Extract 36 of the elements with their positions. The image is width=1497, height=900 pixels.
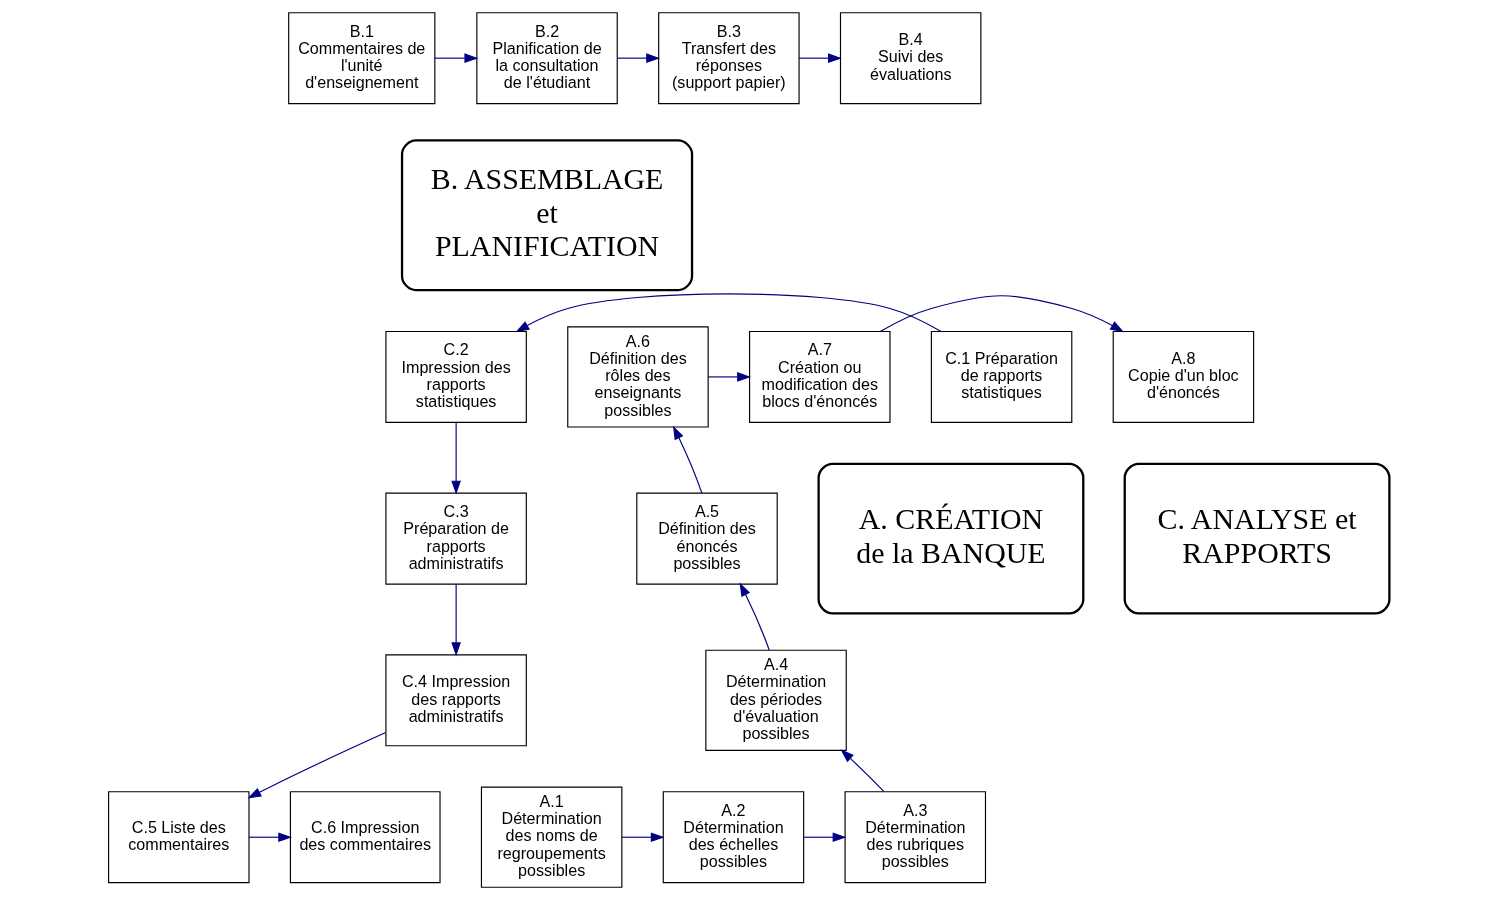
node-box: C. ANALYSE et RAPPORTS [1123, 462, 1391, 615]
arrow [515, 293, 941, 333]
node-box: C.1 Préparation de rapports statistiques [930, 330, 1072, 423]
arrow [616, 53, 660, 63]
node-box: A.6 Définition des rôles des enseignants possibles [566, 326, 709, 428]
arrow [433, 53, 478, 63]
node-box: B.1 Commentaires de l'unité d'enseignement [287, 12, 435, 105]
arrow [672, 425, 702, 494]
arrow [248, 832, 292, 843]
node-box: C.2 Impression des rapports statistiques [384, 330, 527, 423]
node-box: B.3 Transfert des réponses (support papier) [657, 12, 800, 105]
node-box: B.4 Suivi des évaluations [839, 12, 981, 105]
node-box: A.4 Détermination des périodes d'évaluation possibles [704, 649, 847, 751]
arrow [707, 372, 751, 382]
arrow [247, 732, 386, 799]
node-box: A.2 Détermination des échelles possibles [662, 791, 804, 884]
node-box: A.5 Définition des énoncés possibles [635, 492, 778, 585]
arrow [802, 832, 846, 843]
arrow [798, 53, 842, 63]
node-box: A.1 Détermination des noms de regroupements possibles [480, 786, 622, 888]
node-box: C.4 Impression des rapports administratifs [384, 654, 527, 747]
node-box: C.6 Impression des commentaires [289, 791, 441, 884]
node-box: B.2 Planification de la consultation de l'étudiant [475, 12, 618, 105]
node-box: A.3 Détermination des rubriques possibles [844, 791, 986, 884]
node-box: A.7 Création ou modification des blocs d'énoncés [748, 330, 891, 423]
node-box: B. ASSEMBLAGE et PLANIFICATION [400, 139, 693, 292]
arrow [450, 421, 461, 495]
node-box: A. CRÉATION de la BANQUE [816, 462, 1084, 615]
node-box: A.8 Copie d'un bloc d'énoncés [1112, 330, 1254, 423]
arrow [739, 582, 770, 651]
node-box: C.3 Préparation de rapports administratifs [384, 492, 527, 585]
arrow [879, 295, 1124, 333]
node-box: C.5 Liste des commentaires [107, 791, 250, 884]
arrow [839, 749, 884, 792]
arrow [450, 583, 461, 657]
arrow [620, 832, 665, 843]
